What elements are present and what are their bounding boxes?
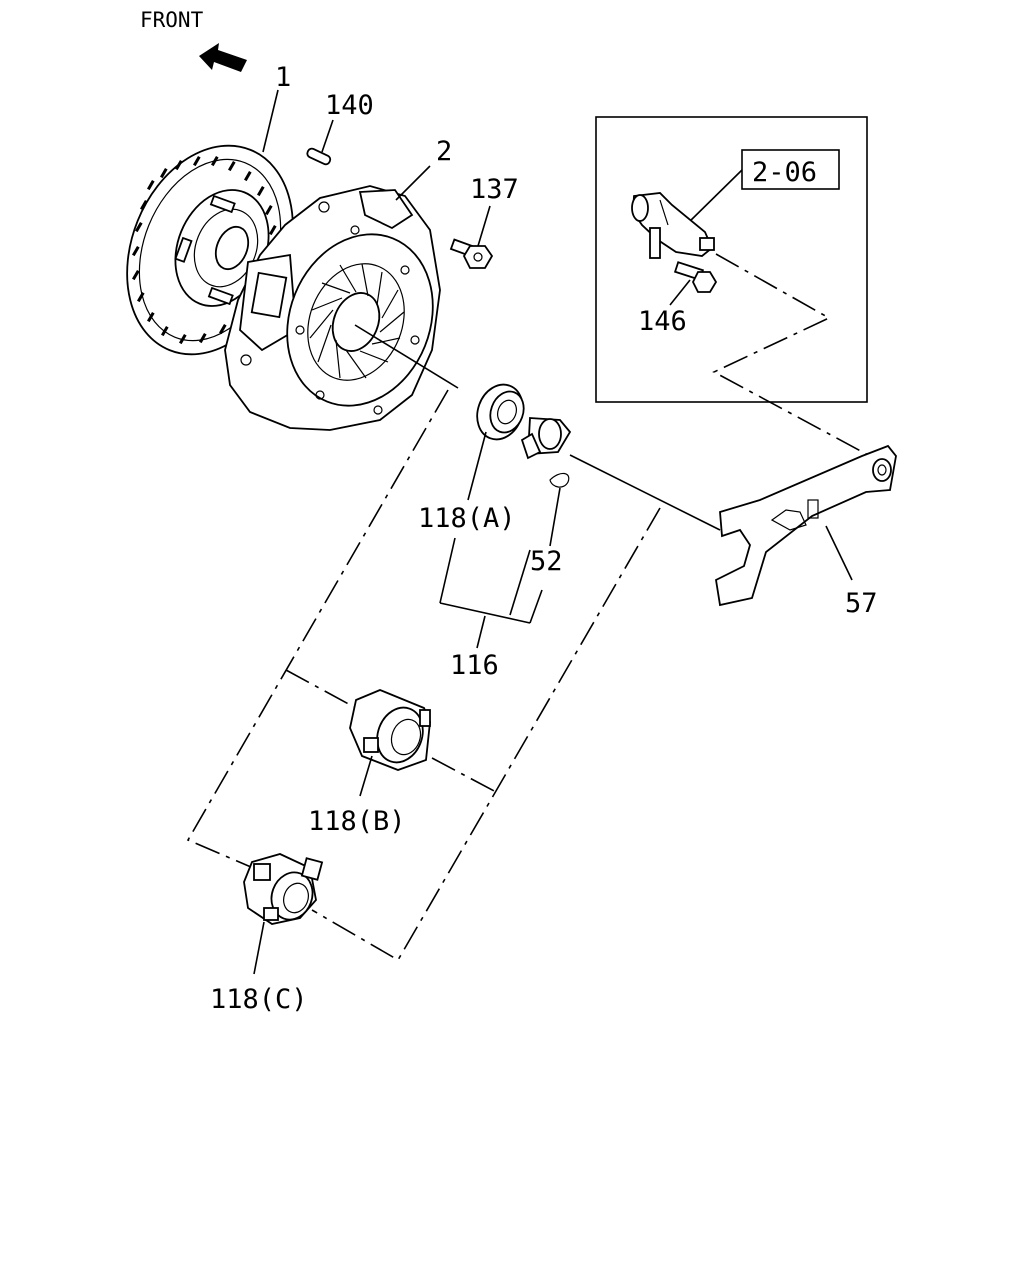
- release-fork[interactable]: [715, 444, 897, 607]
- callout-118c: 118(C): [210, 984, 308, 1015]
- pressure-plate-bolt[interactable]: [449, 238, 494, 269]
- callout-137: 137: [470, 174, 519, 205]
- release-bearing-a[interactable]: [470, 378, 530, 446]
- slave-cylinder-inset-box: [595, 116, 868, 403]
- dowel-pin[interactable]: [306, 147, 332, 166]
- release-bearing-c[interactable]: [243, 853, 324, 925]
- pressure-plate[interactable]: [224, 185, 458, 431]
- callout-146: 146: [638, 306, 687, 337]
- clutch-disc[interactable]: [97, 121, 323, 380]
- callout-116: 116: [450, 650, 499, 681]
- ref-206-tag[interactable]: 2-06: [741, 149, 840, 190]
- slave-cylinder-bolt[interactable]: [673, 261, 718, 293]
- callout-57: 57: [845, 588, 878, 619]
- callout-118b: 118(B): [308, 806, 406, 837]
- retaining-clip[interactable]: [549, 472, 570, 488]
- callout-1: 1: [275, 62, 291, 93]
- release-bearing-sleeve[interactable]: [520, 417, 572, 460]
- callout-118a: 118(A): [418, 503, 516, 534]
- callout-2: 2: [436, 136, 452, 167]
- ref-206-label: 2-06: [752, 157, 817, 188]
- front-arrow-icon: [199, 43, 247, 72]
- slave-cylinder[interactable]: [631, 192, 715, 259]
- release-bearing-b[interactable]: [349, 689, 431, 771]
- callout-52: 52: [530, 546, 563, 577]
- front-label: FRONT: [140, 8, 204, 32]
- callout-140: 140: [325, 90, 374, 121]
